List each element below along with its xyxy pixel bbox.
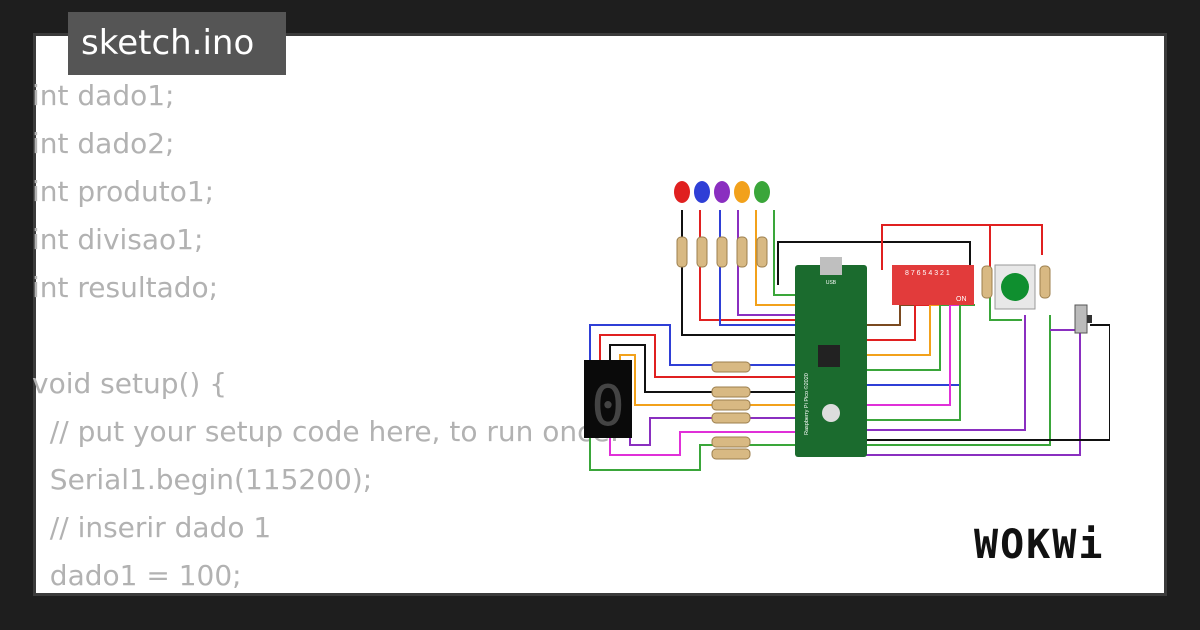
usb-connector [820, 257, 842, 275]
dip-switch-numbers: 8 7 6 5 4 3 2 1 [905, 270, 950, 277]
usb-label: USB [826, 280, 837, 286]
file-tab[interactable]: sketch.ino [68, 12, 286, 75]
led-green [754, 181, 770, 203]
resistor [696, 236, 708, 268]
resistors-top [676, 236, 768, 268]
resistor [711, 399, 751, 411]
code-line: // inserir dado 1 [32, 511, 272, 544]
raspberry-logo-icon [822, 404, 840, 422]
push-button[interactable] [994, 264, 1036, 310]
resistor [1039, 265, 1051, 299]
led-blue [694, 181, 710, 203]
resistor [711, 436, 751, 448]
code-line: // put your setup code here, to run once… [32, 415, 620, 448]
code-line: void setup() { [32, 367, 228, 400]
raspberry-pi-pico: USB Raspberry Pi Pico ©2020 [795, 257, 867, 457]
preview-card [33, 33, 1167, 596]
resistor [676, 236, 688, 268]
code-line: int resultado; [32, 271, 219, 304]
resistor [756, 236, 768, 268]
code-line: int produto1; [32, 175, 215, 208]
code-line: Serial1.begin(115200); [32, 463, 373, 496]
resistor [711, 361, 751, 373]
resistor [711, 412, 751, 424]
resistor [716, 236, 728, 268]
led-purple [714, 181, 730, 203]
chip [818, 345, 840, 367]
code-editor[interactable]: int dado1; int dado2; int produto1; int … [32, 72, 732, 600]
circuit-diagram: 0 USB Raspberry Pi Pico ©2020 8 7 6 5 4 … [584, 181, 1110, 471]
code-line: int dado1; [32, 79, 175, 112]
led-array [674, 181, 770, 203]
code-line: int dado2; [32, 127, 175, 160]
wokwi-logo: WOKWi [974, 522, 1105, 568]
resistors-mid [711, 361, 751, 460]
dip-switch[interactable]: 8 7 6 5 4 3 2 1 ON [892, 265, 974, 305]
wires [589, 210, 1110, 471]
resistor [711, 386, 751, 398]
resistor [736, 236, 748, 268]
resistor [711, 448, 751, 460]
board-model-label: Raspberry Pi Pico ©2020 [803, 373, 810, 435]
slide-switch[interactable] [1074, 304, 1092, 334]
code-line: dado1 = 100; [32, 559, 242, 592]
code-line: int divisao1; [32, 223, 204, 256]
dip-switch-on-label: ON [956, 296, 967, 303]
seven-segment-digit: 0 [591, 374, 625, 439]
led-red [674, 181, 690, 203]
resistor [981, 265, 993, 299]
led-orange [734, 181, 750, 203]
seven-segment-display: 0 [584, 360, 632, 439]
